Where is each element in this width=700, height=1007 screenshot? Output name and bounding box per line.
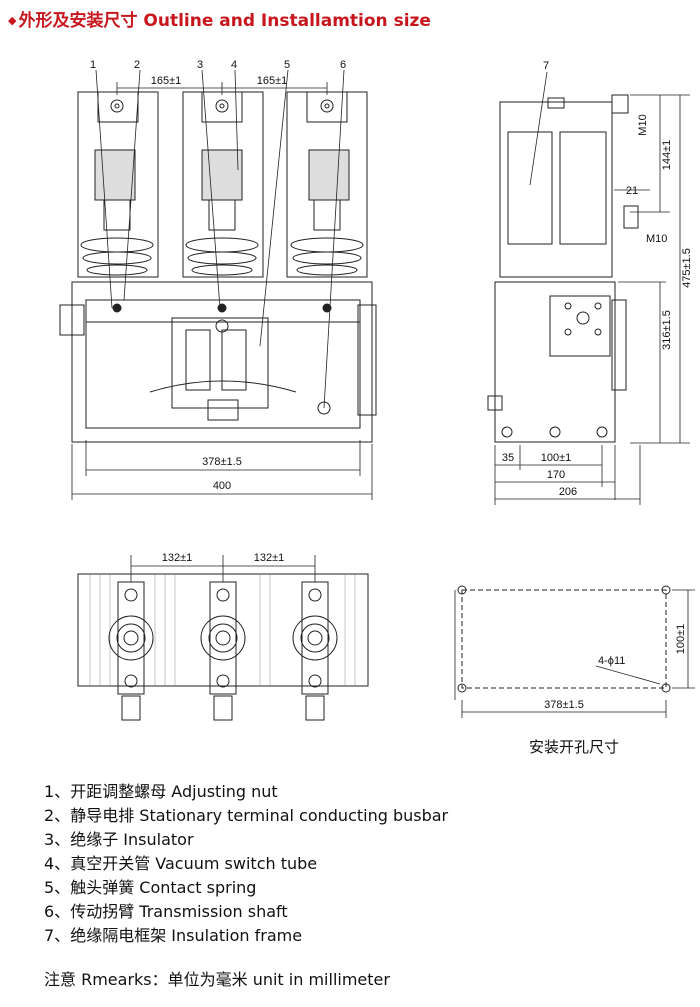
top-view: 132±1 132±1 — [77, 552, 369, 721]
page-title: ◆外形及安装尺寸 Outline and Installamtion size — [8, 6, 431, 31]
side-lower-frame — [494, 281, 616, 443]
legend-en: Vacuum switch tube — [155, 854, 318, 873]
side-dimensions — [494, 94, 690, 505]
legend-num: 2、 — [44, 806, 71, 825]
legend-en: Adjusting nut — [171, 782, 278, 801]
legend-cn: 静导电排 — [70, 806, 135, 825]
legend-item: 2、静导电排 Stationary terminal conducting bu… — [44, 804, 448, 828]
callout-5: 5 — [284, 59, 290, 71]
legend-cn: 传动拐臂 — [70, 902, 135, 921]
dim-front-inner: 378±1.5 — [202, 456, 242, 468]
dim-side-bolt-top: M10 — [637, 114, 649, 135]
legend-en: Stationary terminal conducting busbar — [139, 806, 449, 825]
callout-2: 2 — [134, 59, 140, 71]
dim-side-144: 144±1 — [661, 140, 673, 171]
dim-top-pitch-left: 132±1 — [162, 552, 193, 564]
side-view: 7 M10 144±1 21 M10 475±1.5 316±1.5 — [487, 60, 693, 505]
legend-cn: 开距调整螺母 — [70, 782, 167, 801]
dim-side-206: 206 — [559, 486, 577, 498]
title-text: 外形及安装尺寸 Outline and Installamtion size — [18, 11, 431, 31]
legend-item: 1、开距调整螺母 Adjusting nut — [44, 780, 448, 804]
dim-hole-label: 4-ϕ11 — [598, 655, 625, 667]
callout-1: 1 — [90, 59, 96, 71]
legend-item: 3、绝缘子 Insulator — [44, 828, 448, 852]
callout-4: 4 — [231, 59, 237, 71]
dim-front-pitch-left: 165±1 — [151, 75, 182, 87]
dim-side-170: 170 — [547, 469, 565, 481]
callout-numbers: 1 2 3 4 5 6 — [90, 59, 346, 71]
legend-cn: 绝缘子 — [70, 830, 119, 849]
pole-middle — [182, 91, 264, 278]
outline-drawing: 1 2 3 4 5 6 165±1 165±1 378±1.5 400 — [59, 59, 695, 756]
dim-hole-378: 378±1.5 — [544, 699, 584, 711]
legend-num: 4、 — [44, 854, 71, 873]
dim-front-overall: 400 — [213, 480, 231, 492]
dim-side-bolt-mid: M10 — [646, 233, 667, 245]
dim-top-pitch-right: 132±1 — [254, 552, 285, 564]
legend-en: Contact spring — [139, 878, 257, 897]
dim-hole-100: 100±1 — [675, 624, 687, 655]
remarks-note: 注意 Rmearks：单位为毫米 unit in millimeter — [44, 970, 390, 989]
front-dimensions — [71, 82, 373, 500]
title-bullet: ◆ — [8, 14, 17, 27]
callout-3: 3 — [197, 59, 203, 71]
side-upper-frame — [499, 101, 613, 278]
legend-num: 1、 — [44, 782, 71, 801]
legend-num: 3、 — [44, 830, 71, 849]
legend-item: 5、触头弹簧 Contact spring — [44, 876, 448, 900]
legend-cn: 真空开关管 — [70, 854, 151, 873]
legend-en: Insulator — [123, 830, 194, 849]
legend-item: 4、真空开关管 Vacuum switch tube — [44, 852, 448, 876]
legend-num: 7、 — [44, 926, 71, 945]
legend-cn: 绝缘隔电框架 — [70, 926, 167, 945]
legend-item: 7、绝缘隔电框架 Insulation frame — [44, 924, 448, 948]
legend-item: 6、传动拐臂 Transmission shaft — [44, 900, 448, 924]
callout-6: 6 — [340, 59, 346, 71]
dim-side-475: 475±1.5 — [681, 248, 693, 288]
legend-cn: 触头弹簧 — [70, 878, 135, 897]
hole-layout: 100±1 4-ϕ11 378±1.5 安装开孔尺寸 — [454, 585, 695, 756]
legend-en: Transmission shaft — [139, 902, 288, 921]
front-view: 1 2 3 4 5 6 165±1 165±1 378±1.5 400 — [59, 59, 377, 500]
top-body — [77, 573, 369, 687]
dim-side-316: 316±1.5 — [661, 310, 673, 350]
hole-caption: 安装开孔尺寸 — [529, 739, 619, 756]
legend: 1、开距调整螺母 Adjusting nut 2、静导电排 Stationary… — [44, 780, 448, 948]
dim-side-21: 21 — [626, 185, 638, 197]
dim-side-35: 35 — [502, 452, 514, 464]
legend-num: 6、 — [44, 902, 71, 921]
pole-right — [286, 91, 368, 278]
dim-side-100: 100±1 — [541, 452, 572, 464]
dim-front-pitch-right: 165±1 — [257, 75, 288, 87]
legend-num: 5、 — [44, 878, 71, 897]
callout-leaders — [95, 69, 345, 409]
legend-en: Insulation frame — [171, 926, 303, 945]
pole-left — [77, 91, 159, 278]
callout-7: 7 — [543, 60, 549, 72]
front-base — [71, 281, 373, 443]
